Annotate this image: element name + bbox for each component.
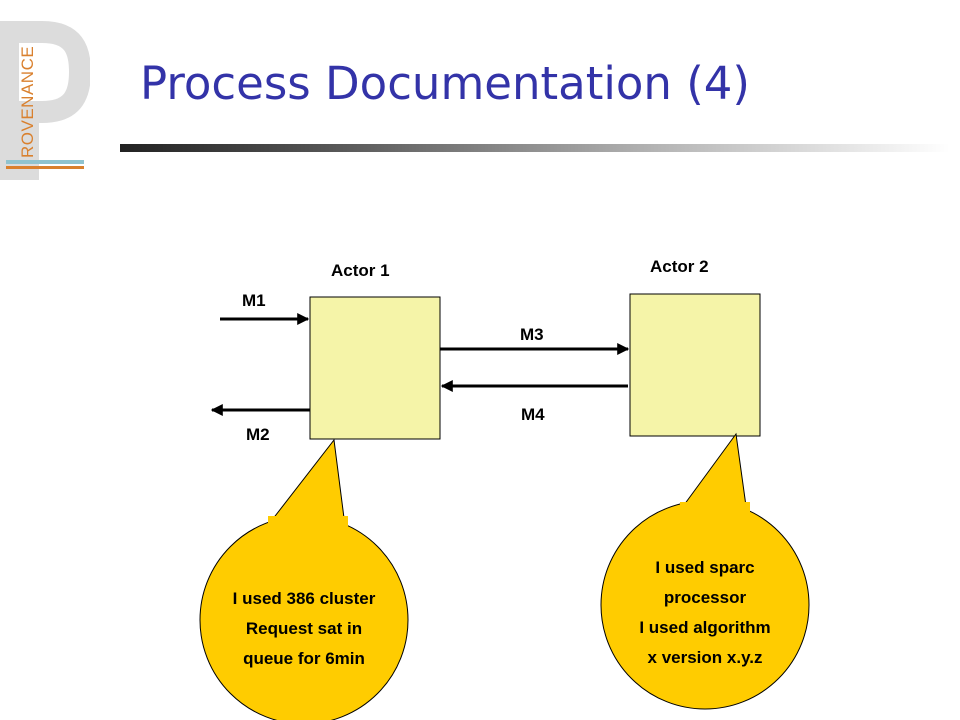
actor-2-box	[629, 293, 761, 437]
message-m2-label: M2	[246, 425, 270, 444]
callout-1-line-3: queue for 6min	[243, 649, 365, 668]
callout-2-line-2: processor	[664, 588, 747, 607]
callout-2-line-1: I used sparc	[655, 558, 754, 577]
callout-1-line-1: I used 386 cluster	[233, 589, 376, 608]
title-underline	[120, 144, 950, 152]
callout-2-line-4: x version x.y.z	[648, 648, 763, 667]
actor-1-callout: I used 386 cluster Request sat in queue …	[199, 438, 409, 720]
logo-p-shape	[0, 0, 92, 183]
page-title: Process Documentation (4)	[140, 57, 750, 110]
callout-1-line-2: Request sat in	[246, 619, 362, 638]
message-m4-label: M4	[521, 405, 545, 424]
actor-2-callout: I used sparc processor I used algorithm …	[600, 432, 810, 710]
message-m1-label: M1	[242, 291, 266, 310]
message-m3-label: M3	[520, 325, 544, 344]
callout-2-line-3: I used algorithm	[639, 618, 770, 637]
actor-1-box	[309, 296, 441, 440]
provenance-logo: ROVENANCE	[0, 0, 92, 183]
actor-1-label: Actor 1	[331, 261, 390, 280]
actor-2-label: Actor 2	[650, 257, 709, 276]
